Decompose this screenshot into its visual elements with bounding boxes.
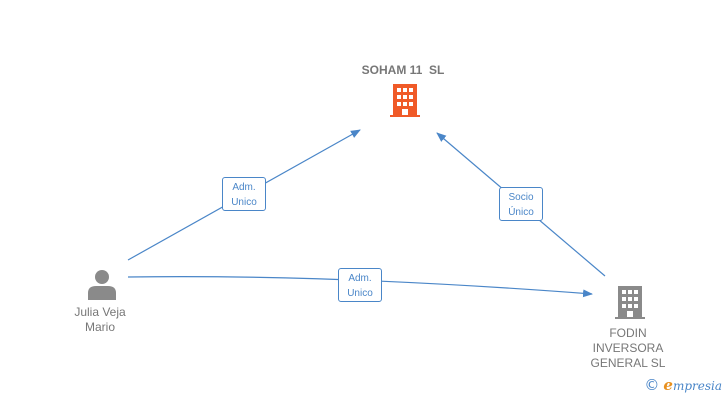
brand-initial: e (663, 376, 673, 394)
person-icon[interactable] (88, 270, 116, 300)
copyright-icon: © (644, 376, 660, 394)
parent-company-name[interactable]: FODIN INVERSORA GENERAL SL (576, 326, 680, 371)
edge-label-line1: Adm. (232, 182, 256, 193)
edge-label-line1: Socio (508, 192, 534, 203)
edge-label-line2: Unico (231, 197, 257, 208)
edge-label-line2: Único (508, 207, 534, 218)
edge-label-person-to-parent[interactable]: Adm. Unico (338, 268, 382, 302)
main-company-building-icon[interactable] (390, 84, 420, 117)
footer-brand: © empresia (644, 376, 722, 394)
person-name-line1: Julia Veja (74, 305, 126, 319)
main-company-name[interactable]: SOHAM 11 SL (361, 63, 445, 77)
parent-company-name-line3: GENERAL SL (590, 356, 666, 370)
parent-company-building-icon[interactable] (615, 286, 645, 319)
person-name[interactable]: Julia Veja Mario (55, 305, 145, 335)
edge-label-line2: Unico (347, 288, 373, 299)
brand-logo[interactable]: empresia (663, 376, 722, 394)
parent-company-name-line2: INVERSORA (592, 341, 664, 355)
edge-label-line1: Adm. (348, 273, 372, 284)
brand-rest: mpresia (672, 379, 722, 393)
parent-company-name-line1: FODIN (609, 326, 647, 340)
edge-label-person-to-main[interactable]: Adm. Unico (222, 177, 266, 211)
edge-label-parent-to-main[interactable]: Socio Único (499, 187, 543, 221)
person-name-line2: Mario (84, 320, 115, 334)
